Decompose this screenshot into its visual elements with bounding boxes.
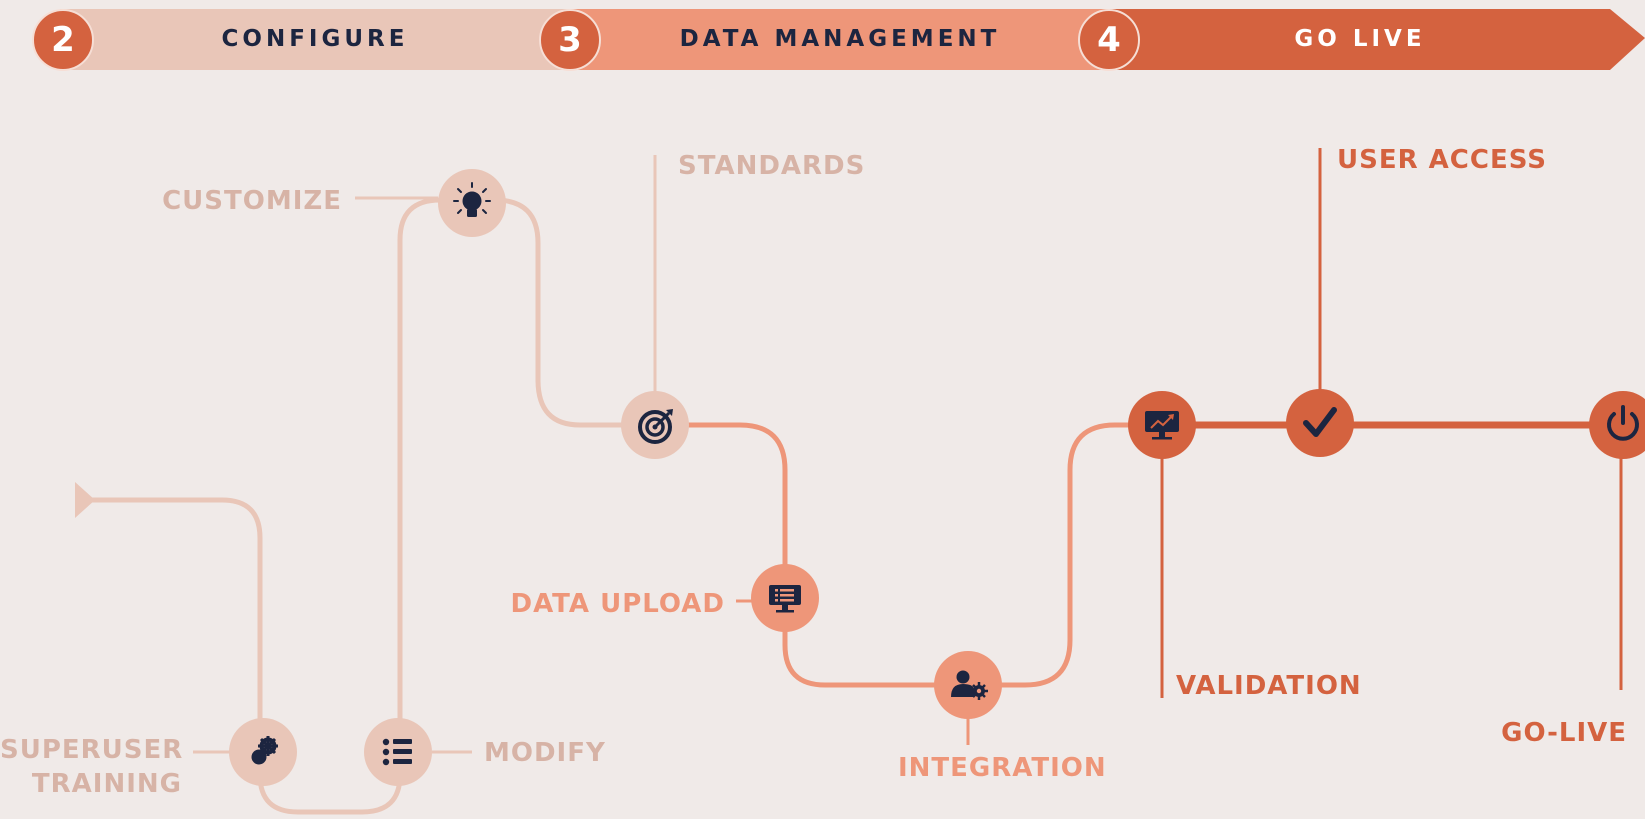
- node-user-access: [1286, 389, 1354, 457]
- phase-banner: 2 CONFIGURE 3 DATA MANAGEMENT 4 GO LIVE: [0, 0, 1645, 80]
- lightbulb-icon: [453, 182, 491, 217]
- monitor-list-icon: [769, 585, 801, 613]
- node-customize: [438, 169, 506, 237]
- phase-configure-number: 2: [32, 9, 94, 71]
- phase-data-management-bar: [560, 9, 1110, 70]
- label-data-upload: DATA UPLOAD: [510, 589, 725, 619]
- phase-banner-arrows: [60, 9, 1645, 70]
- phase-go-live-bar: [1100, 9, 1645, 70]
- node-superuser-training: [229, 718, 297, 786]
- monitor-chart-icon: [1145, 411, 1179, 440]
- list-icon: [382, 738, 412, 766]
- target-icon: [638, 409, 673, 444]
- node-modify: [364, 718, 432, 786]
- label-superuser-line1: SUPERUSER: [0, 735, 184, 765]
- phase-go-live-number: 4: [1078, 9, 1140, 71]
- label-go-live: GO-LIVE: [1501, 718, 1627, 748]
- label-modify: MODIFY: [484, 738, 606, 768]
- label-validation: VALIDATION: [1176, 671, 1362, 701]
- phase-data-management-number: 3: [539, 9, 601, 71]
- gear-icon: [251, 736, 278, 765]
- label-superuser-line2: TRAINING: [31, 769, 182, 799]
- node-go-live: [1589, 391, 1645, 459]
- node-data-upload: [751, 564, 819, 632]
- check-icon: [1303, 407, 1337, 437]
- phase-configure-title: CONFIGURE: [221, 26, 409, 52]
- power-icon: [1607, 405, 1639, 441]
- label-superuser: SUPERUSER TRAINING: [0, 733, 182, 801]
- phase-configure-bar: [60, 9, 570, 70]
- label-integration: INTEGRATION: [898, 753, 1107, 783]
- path-data-management: [652, 422, 1165, 688]
- label-user-access: USER ACCESS: [1337, 145, 1547, 175]
- label-standards: STANDARDS: [678, 151, 866, 181]
- phase-go-live-title: GO LIVE: [1294, 26, 1426, 52]
- user-gear-icon: [951, 670, 988, 700]
- node-validation: [1128, 391, 1196, 459]
- node-integration: [934, 651, 1002, 719]
- path-configure: [82, 197, 658, 815]
- node-standards: [621, 391, 689, 459]
- label-customize: CUSTOMIZE: [162, 186, 342, 216]
- phase-data-management-title: DATA MANAGEMENT: [679, 26, 1001, 52]
